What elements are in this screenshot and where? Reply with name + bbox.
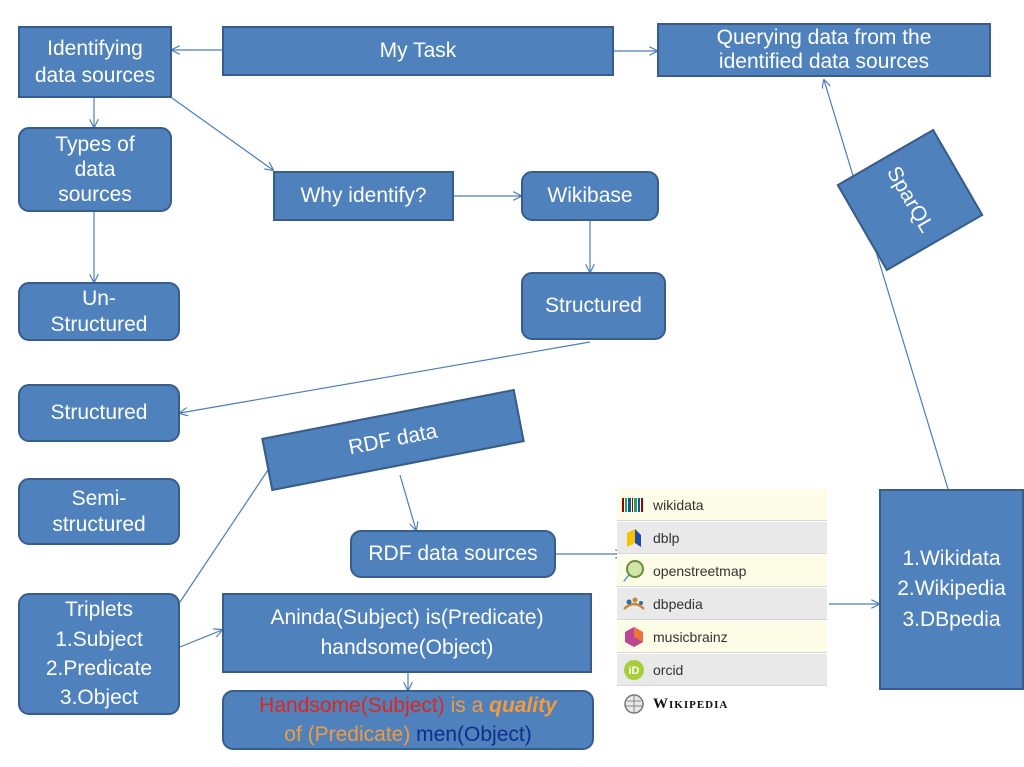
handsome-is-a-text: is a	[444, 693, 490, 717]
querying-box: Querying data from the identified data s…	[657, 23, 991, 77]
triplets-object: 3.Object	[59, 686, 139, 710]
aninda-line-1: Aninda(Subject) is(Predicate)	[270, 605, 544, 629]
handsome-example-box: Handsome(Subject) is a quality of (Predi…	[222, 690, 594, 750]
why-identify-box: Why identify?	[273, 171, 454, 221]
querying-line-2: identified data sources	[718, 50, 930, 73]
structured-left-box: Structured	[18, 384, 180, 442]
openstreetmap-magnifier-icon	[621, 559, 647, 582]
handsome-line-2: of (Predicate) men(Object)	[284, 720, 531, 749]
source-list-item-1: 1.Wikidata	[902, 546, 1001, 570]
handsome-subject-text: Handsome(Subject)	[259, 693, 445, 717]
my-task-box: My Task	[222, 26, 614, 76]
unstructured-line-1: Un-	[82, 287, 116, 311]
why-identify-label: Why identify?	[300, 184, 427, 208]
types-line-2: data	[74, 157, 116, 181]
handsome-line-1: Handsome(Subject) is a quality	[259, 691, 557, 720]
structured-right-label: Structured	[545, 294, 642, 318]
rdf-data-sources-box: RDF data sources	[350, 530, 556, 578]
arrow-rdfdata-to-rdfsources	[399, 474, 416, 530]
orcid-icon: iD	[621, 659, 647, 681]
datasource-label: orcid	[653, 661, 684, 678]
svg-text:iD: iD	[629, 665, 640, 677]
handsome-quality-text: quality	[489, 693, 557, 717]
triplets-predicate: 2.Predicate	[45, 657, 153, 680]
handsome-object-text: men(Object)	[410, 723, 532, 746]
wikibase-box: Wikibase	[521, 171, 659, 221]
datasource-item-musicbrainz: musicbrainz	[617, 621, 827, 653]
types-line-1: Types of	[55, 132, 135, 156]
sparql-wrapper: SparQL	[836, 128, 984, 272]
datasource-item-dbpedia: dbpedia	[617, 588, 827, 620]
datasource-label: openstreetmap	[653, 562, 747, 579]
datasource-item-openstreetmap: openstreetmap	[617, 555, 827, 587]
wikidata-barcode-icon	[621, 494, 647, 516]
arrow-sourcebox-to-querying	[824, 80, 949, 490]
datasource-item-wikipedia: Wikipedia	[617, 687, 827, 721]
triplets-title: Triplets	[64, 598, 134, 622]
querying-line-1: Querying data from the	[716, 25, 932, 49]
unstructured-box: Un- Structured	[18, 282, 180, 341]
semi-structured-line-1: Semi-	[71, 487, 127, 511]
unstructured-line-2: Structured	[50, 312, 148, 336]
identifying-data-sources-box: Identifying data sources	[18, 26, 172, 98]
arrow-triplets-to-aninda	[179, 630, 222, 648]
sparql-box: SparQL	[836, 128, 984, 272]
datasource-item-orcid: iD orcid	[617, 654, 827, 686]
my-task-label: My Task	[379, 39, 457, 63]
datasource-label: dbpedia	[653, 595, 703, 612]
aninda-line-2: handsome(Object)	[320, 636, 494, 659]
aninda-example-box: Aninda(Subject) is(Predicate) handsome(O…	[222, 593, 592, 673]
datasource-label: dblp	[653, 529, 680, 546]
source-list-item-3: 3.DBpedia	[902, 607, 1001, 631]
structured-right-box: Structured	[521, 272, 666, 340]
dbpedia-icon	[621, 593, 647, 615]
arrow-identifying-to-why	[171, 97, 273, 170]
sparql-label: SparQL	[882, 162, 939, 238]
wikibase-label: Wikibase	[547, 184, 633, 208]
types-of-data-sources-box: Types of data sources	[18, 127, 172, 212]
identifying-line-2: data sources	[34, 64, 156, 87]
semi-structured-line-2: structured	[52, 512, 146, 536]
datasource-label: musicbrainz	[653, 628, 728, 645]
types-line-3: sources	[58, 183, 132, 207]
line-triplets-to-rdfdata	[179, 469, 269, 603]
handsome-predicate-text: of (Predicate)	[284, 723, 411, 746]
rdf-data-sources-label: RDF data sources	[368, 542, 538, 566]
source-list-box: 1.Wikidata 2.Wikipedia 3.DBpedia	[879, 489, 1024, 690]
dblp-icon	[621, 527, 647, 549]
triplets-box: Triplets 1.Subject 2.Predicate 3.Object	[18, 593, 180, 715]
musicbrainz-icon	[621, 626, 647, 648]
datasource-item-wikidata: wikidata	[617, 489, 827, 521]
datasource-label: wikidata	[653, 496, 704, 513]
wikipedia-globe-icon	[621, 693, 647, 715]
structured-left-label: Structured	[50, 401, 148, 425]
arrow-structured-to-structured-left	[180, 341, 591, 413]
rdf-data-label: RDF data	[346, 419, 440, 460]
triplets-subject: 1.Subject	[55, 627, 143, 651]
datasource-item-dblp: dblp	[617, 522, 827, 554]
source-list-item-2: 2.Wikipedia	[897, 577, 1006, 601]
identifying-line-1: Identifying	[47, 36, 143, 60]
semi-structured-box: Semi- structured	[18, 478, 180, 545]
wikipedia-wordmark: Wikipedia	[653, 695, 729, 712]
datasource-list-panel: wikidata dblp openstreetmap	[617, 489, 827, 721]
